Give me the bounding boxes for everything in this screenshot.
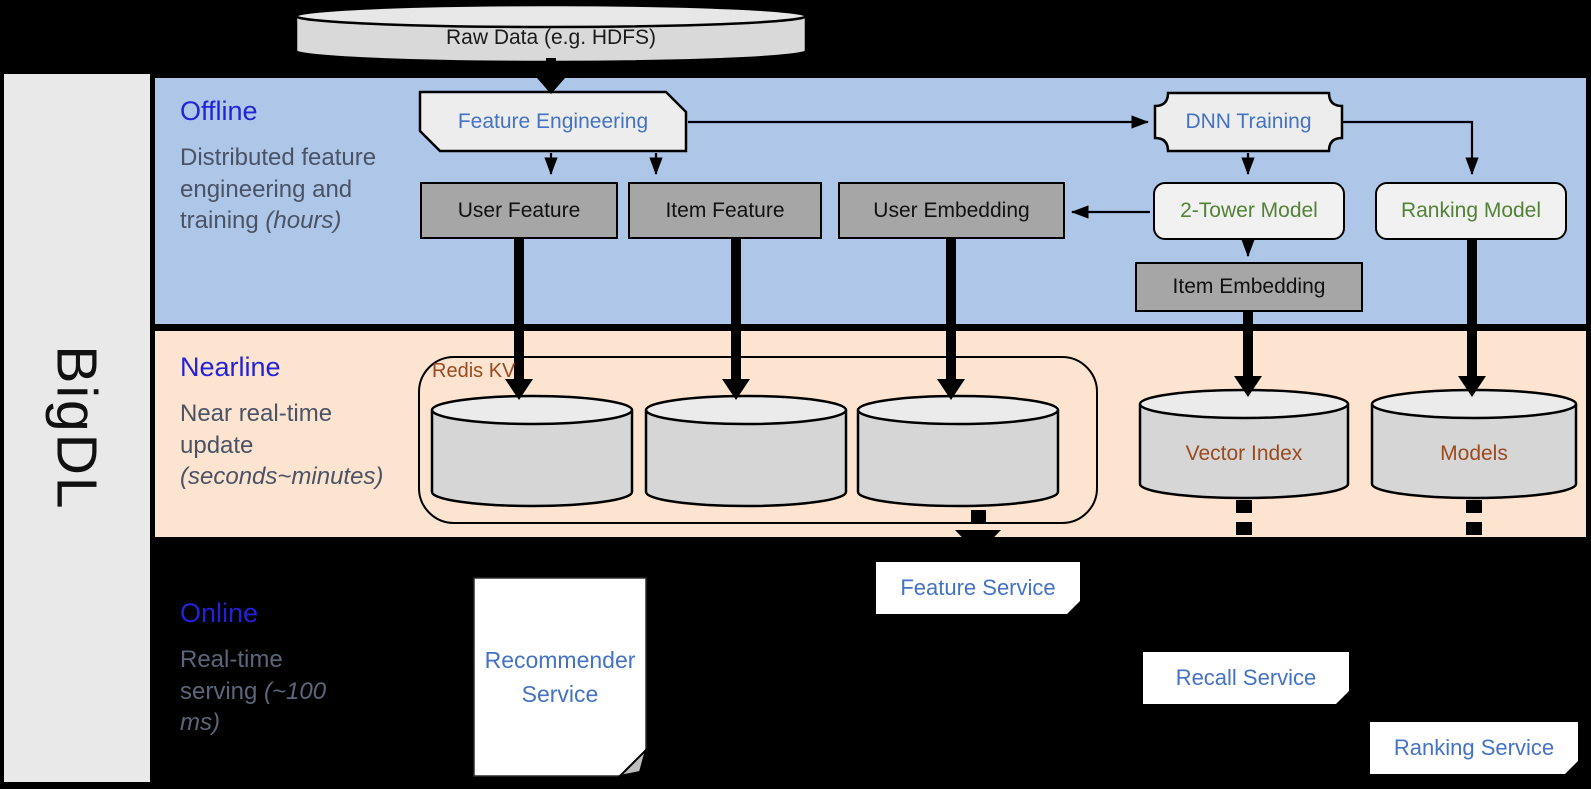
user-embedding-label: User Embedding bbox=[873, 198, 1030, 222]
feature-service-fold-icon bbox=[1067, 601, 1080, 614]
feature-engineering-label: Feature Engineering bbox=[457, 109, 649, 133]
item-embedding-label: Item Embedding bbox=[1172, 275, 1326, 298]
offline-desc-em: (hours) bbox=[265, 207, 342, 235]
vector-index-label: Vector Index bbox=[1185, 442, 1303, 465]
online-desc-em: (~100 ms) bbox=[180, 677, 327, 737]
recall-service-box: Recall Service bbox=[1143, 652, 1349, 704]
dnn-training-label: DNN Training bbox=[1185, 110, 1312, 133]
item-feature-box: Item Feature bbox=[628, 182, 822, 239]
online-desc-text: Real-time serving bbox=[180, 646, 283, 705]
ranking-service-fold-icon bbox=[1565, 761, 1578, 774]
bigdl-sidebar: BigDL bbox=[4, 74, 150, 782]
recall-service-fold-icon bbox=[1336, 691, 1349, 704]
models-label: Models bbox=[1440, 442, 1508, 465]
ranking-model-box: Ranking Model bbox=[1375, 182, 1567, 240]
user-feature-label: User Feature bbox=[457, 198, 581, 222]
online-section-description: Real-time serving (~100 ms) bbox=[180, 644, 340, 739]
bigdl-logo-text: BigDL bbox=[45, 345, 109, 511]
offline-desc-text: Distributed feature engineering and trai… bbox=[180, 144, 377, 235]
nearline-desc-em: (seconds~minutes) bbox=[180, 463, 384, 491]
offline-section-title: Offline bbox=[180, 96, 258, 126]
user-embedding-box: User Embedding bbox=[838, 182, 1065, 239]
recall-service-label: Recall Service bbox=[1175, 665, 1317, 690]
nearline-section-description: Near real-time update (seconds~minutes) bbox=[180, 398, 395, 493]
feature-service-label: Feature Service bbox=[900, 575, 1056, 600]
ranking-model-label: Ranking Model bbox=[1400, 199, 1542, 222]
online-section-title: Online bbox=[180, 598, 259, 628]
ranking-service-box: Ranking Service bbox=[1370, 722, 1578, 774]
nearline-section-title: Nearline bbox=[180, 352, 281, 382]
redis-kv-container bbox=[418, 356, 1098, 524]
ranking-service-label: Ranking Service bbox=[1393, 735, 1555, 760]
feature-service-box: Feature Service bbox=[876, 562, 1080, 614]
offline-section-description: Distributed feature engineering and trai… bbox=[180, 142, 380, 237]
raw-data-label: Raw Data (e.g. HDFS) bbox=[445, 26, 657, 49]
user-feature-box: User Feature bbox=[420, 182, 618, 239]
item-embedding-box: Item Embedding bbox=[1135, 262, 1363, 312]
nearline-desc-text: Near real-time update bbox=[180, 400, 333, 459]
recommender-service-label: Recommender Service bbox=[484, 646, 636, 708]
redis-kv-label: Redis KV bbox=[432, 360, 516, 382]
two-tower-model-box: 2-Tower Model bbox=[1153, 182, 1345, 240]
two-tower-model-label: 2-Tower Model bbox=[1180, 199, 1318, 222]
item-feature-label: Item Feature bbox=[665, 198, 785, 222]
